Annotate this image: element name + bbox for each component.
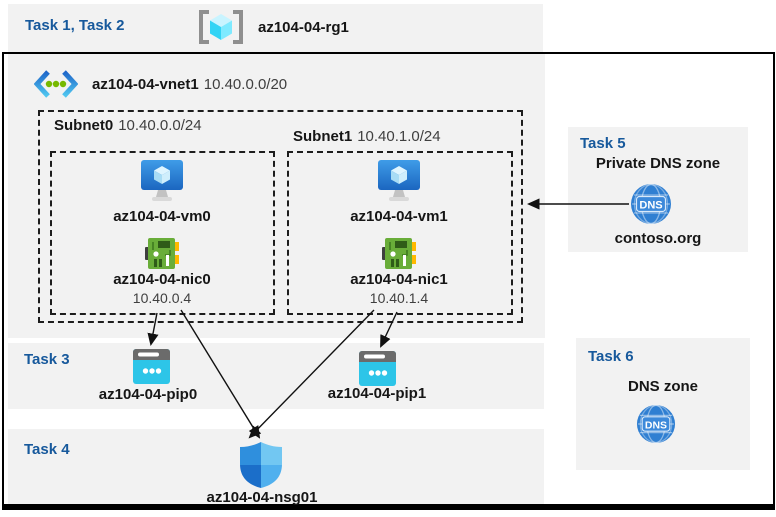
virtual-machine-icon xyxy=(141,160,183,201)
task6-box: Task 6 xyxy=(576,338,750,470)
nsg-label: az104-04-nsg01 xyxy=(206,489,318,506)
private-dns-zone-title: Private DNS zone xyxy=(595,155,721,172)
public-ip-icon xyxy=(359,351,396,386)
dns-icon: DNS xyxy=(636,404,676,444)
subnet0-cidr: 10.40.0.0/24 xyxy=(118,117,202,134)
vm0-label: az104-04-vm0 xyxy=(113,208,211,225)
virtual-network-icon xyxy=(34,70,78,98)
nic1-label: az104-04-nic1 xyxy=(350,271,448,288)
subnet1-name: Subnet1 xyxy=(293,128,353,145)
pip0-label: az104-04-pip0 xyxy=(98,386,198,403)
network-interface-icon xyxy=(145,238,179,269)
task1-2-band: Task 1, Task 2 xyxy=(8,4,543,52)
network-security-group-icon xyxy=(240,442,282,488)
public-ip-icon xyxy=(133,349,170,384)
nic1-ip: 10.40.1.4 xyxy=(369,290,429,306)
task1-2-label: Task 1, Task 2 xyxy=(25,17,125,34)
svg-text:DNS: DNS xyxy=(639,200,662,212)
task4-label: Task 4 xyxy=(24,441,70,458)
vm1-label: az104-04-vm1 xyxy=(350,208,448,225)
resource-group-name: az104-04-rg1 xyxy=(258,19,349,36)
task5-label: Task 5 xyxy=(580,135,626,152)
subnet1-dashed-box xyxy=(287,151,513,315)
subnet0-name: Subnet0 xyxy=(54,117,114,134)
resource-group-icon xyxy=(199,10,243,44)
virtual-machine-icon xyxy=(378,160,420,201)
dns-icon: DNS xyxy=(631,183,671,225)
nic0-label: az104-04-nic0 xyxy=(113,271,211,288)
subnet0-dashed-box xyxy=(50,151,275,315)
dns-zone-title: DNS zone xyxy=(627,378,698,395)
diagram-frame xyxy=(2,52,775,510)
private-dns-zone-name: contoso.org xyxy=(614,230,702,247)
nic0-ip: 10.40.0.4 xyxy=(132,290,192,306)
subnet1-cidr: 10.40.1.0/24 xyxy=(357,128,441,145)
task3-label: Task 3 xyxy=(24,351,70,368)
vnet-area xyxy=(8,54,545,338)
vnet-cidr: 10.40.0.0/20 xyxy=(203,76,288,93)
pip1-label: az104-04-pip1 xyxy=(327,385,427,402)
vnet-name: az104-04-vnet1 xyxy=(92,76,199,93)
task6-label: Task 6 xyxy=(588,348,634,365)
network-interface-icon xyxy=(382,238,416,269)
svg-text:DNS: DNS xyxy=(645,420,667,431)
